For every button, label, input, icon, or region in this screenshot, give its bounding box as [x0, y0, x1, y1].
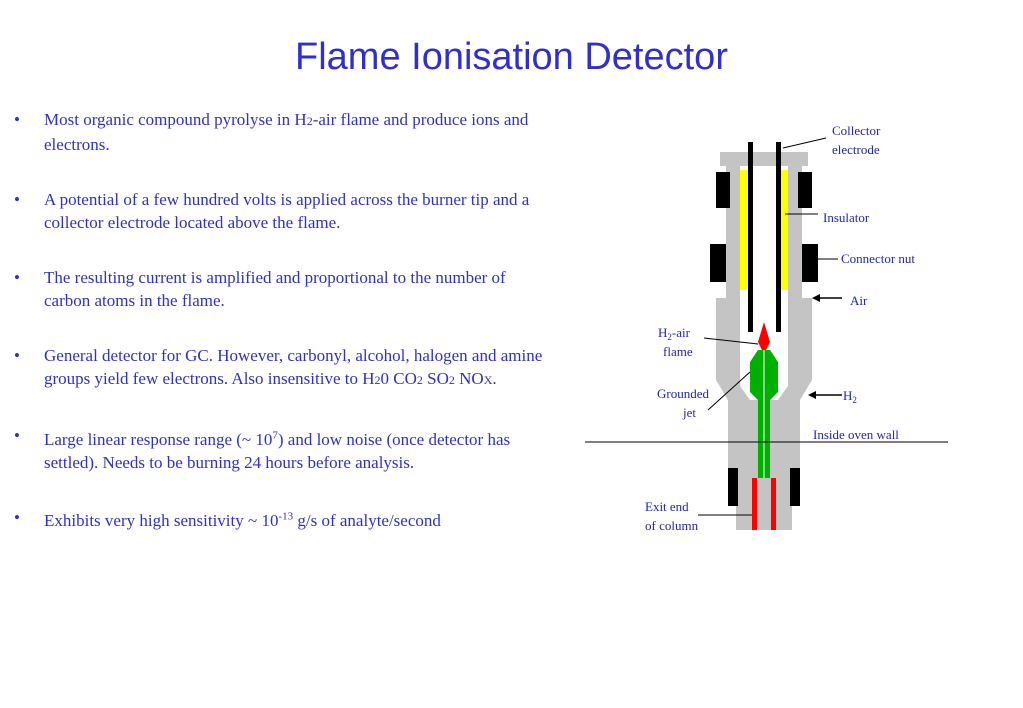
arrow-icon — [812, 294, 842, 302]
label-collector: Collector — [832, 123, 881, 138]
bullet-item: • Large linear response range (~ 107) an… — [14, 424, 554, 474]
slide-title: Flame Ionisation Detector — [295, 36, 728, 78]
label-exit-end: Exit end — [645, 499, 689, 514]
label-h2: H2 — [843, 388, 857, 405]
label-electrode: electrode — [832, 142, 880, 157]
connector-nut — [710, 172, 818, 506]
bullet-text: Large linear response range (~ 107) and … — [44, 429, 511, 472]
bullet-text: A potential of a few hundred volts is ap… — [44, 190, 530, 232]
bullet-item: • A potential of a few hundred volts is … — [14, 188, 554, 234]
bullet-marker: • — [14, 110, 20, 129]
label-jet: jet — [682, 405, 696, 420]
bullet-item: • General detector for GC. However, carb… — [14, 344, 554, 392]
column-tube — [752, 478, 776, 530]
bullet-item: • Most organic compound pyrolyse in H2-a… — [14, 108, 554, 156]
fid-diagram: Collector electrode Insulator Connector … — [585, 123, 948, 533]
insulator-body — [740, 170, 788, 290]
bullet-item: • The resulting current is amplified and… — [14, 266, 554, 312]
pointer-lines — [698, 137, 838, 516]
bullet-list: • Most organic compound pyrolyse in H2-a… — [14, 108, 554, 564]
bullet-text: General detector for GC. However, carbon… — [44, 346, 543, 388]
collector-electrode — [748, 142, 781, 332]
h2-air-flame — [758, 322, 770, 354]
bullet-item: • Exhibits very high sensitivity ~ 10-13… — [14, 506, 554, 533]
label-of-column: of column — [645, 518, 699, 533]
bullet-marker: • — [14, 346, 20, 365]
label-h2-air: H2-air — [658, 325, 691, 342]
label-air: Air — [850, 293, 868, 308]
bullet-marker: • — [14, 507, 20, 527]
bullet-text: The resulting current is amplified and p… — [44, 268, 506, 310]
arrow-icon — [808, 391, 842, 399]
bullet-marker: • — [14, 190, 20, 209]
bullet-text: Most organic compound pyrolyse in H2-air… — [44, 110, 529, 154]
bullet-text: Exhibits very high sensitivity ~ 10-13 g… — [44, 510, 441, 531]
bullet-marker: • — [14, 426, 20, 445]
label-insulator: Insulator — [823, 210, 870, 225]
label-inside-oven-wall: Inside oven wall — [813, 427, 899, 442]
label-grounded: Grounded — [657, 386, 709, 401]
bullet-marker: • — [14, 268, 20, 287]
label-flame: flame — [663, 344, 693, 359]
label-connector-nut: Connector nut — [841, 251, 915, 266]
